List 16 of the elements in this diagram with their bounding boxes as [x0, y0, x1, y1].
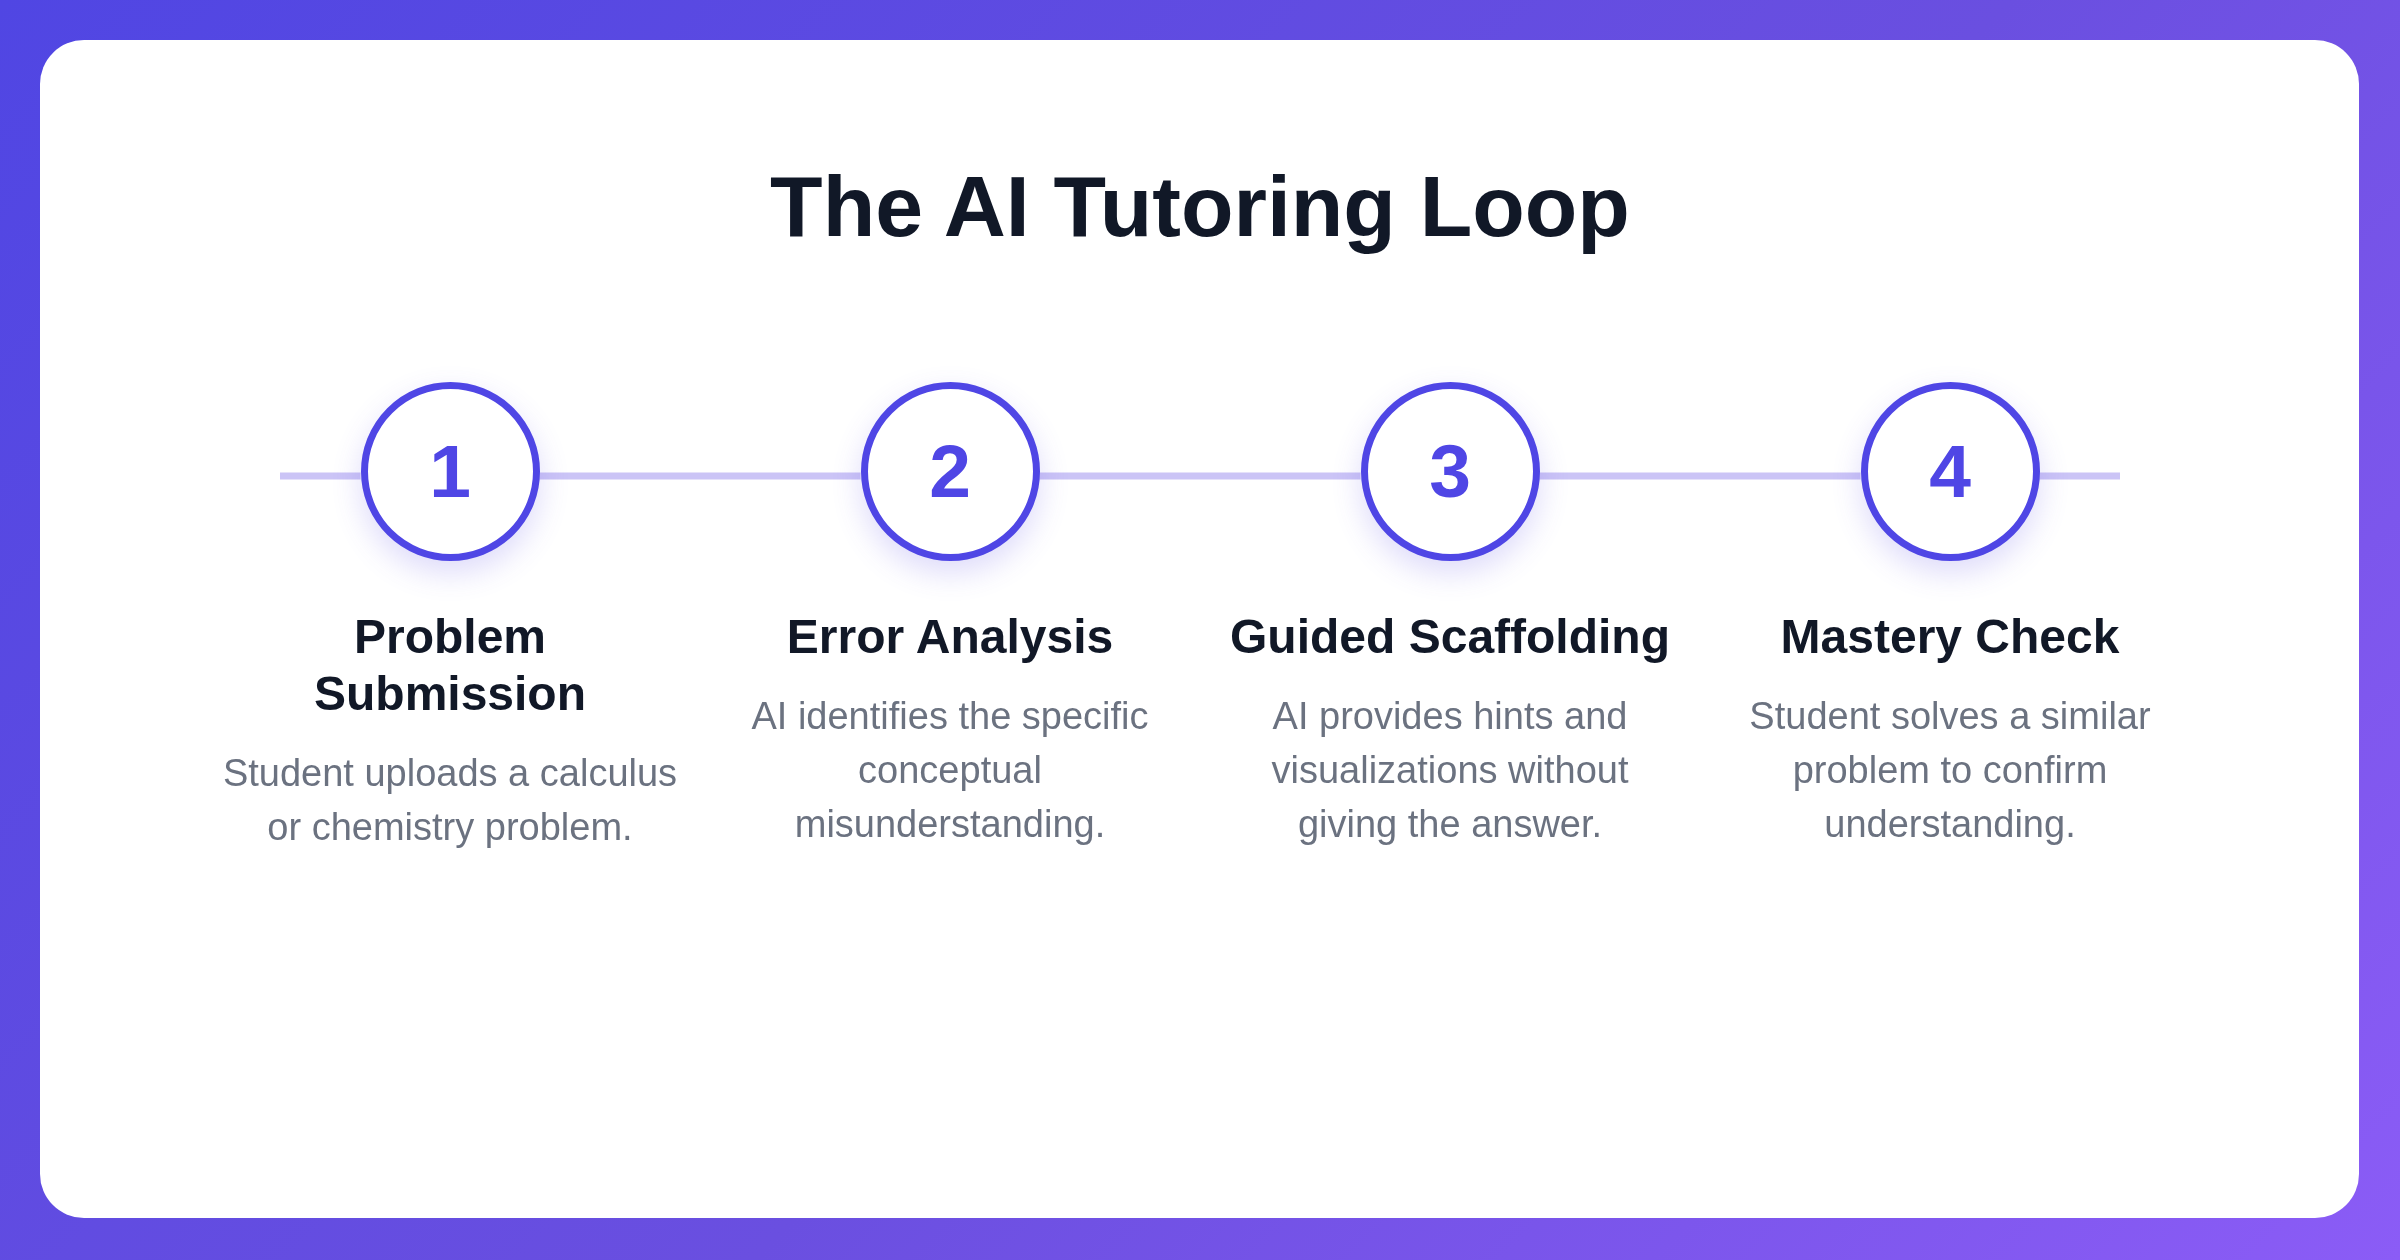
step-title: Problem Submission [312, 609, 587, 722]
step-description: AI provides hints and visualizations without giving the answer. [1270, 694, 1630, 847]
step-description: AI identifies the specific conceptual misunderstanding. [750, 694, 1150, 847]
step-title: Mastery Check [1780, 609, 2120, 665]
step-number: 4 [1929, 434, 1971, 509]
step-number: 1 [429, 434, 471, 509]
step-description: Student solves a similar problem to confirm understanding. [1748, 694, 2152, 847]
connector-line [539, 472, 861, 480]
step-number: 3 [1429, 434, 1471, 509]
connector-line [1539, 472, 1861, 480]
step-title: Guided Scaffolding [1230, 609, 1670, 665]
connector-line [1039, 472, 1361, 480]
step-description: Student uploads a calculus or chemistry problem. [221, 751, 679, 850]
step-title: Error Analysis [786, 609, 1114, 665]
diagram-title: The AI Tutoring Loop [770, 157, 1630, 256]
step-number: 2 [929, 434, 971, 509]
